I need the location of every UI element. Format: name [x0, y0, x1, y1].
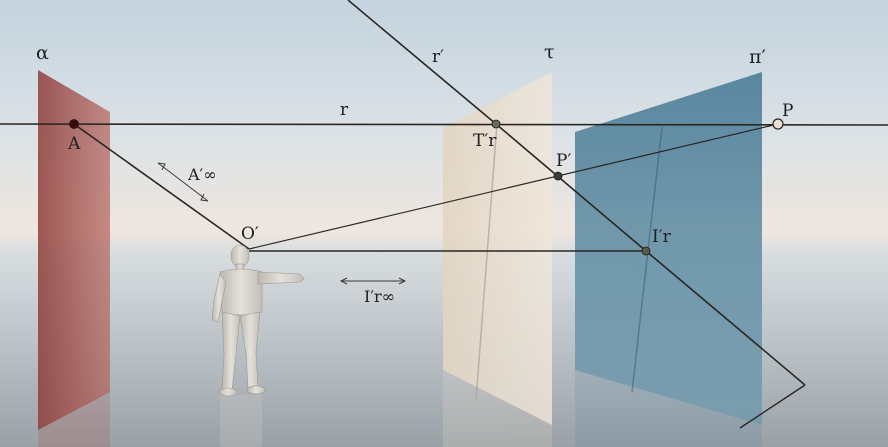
figure-pointing-arm — [257, 271, 305, 285]
point-i-r-dot — [641, 246, 651, 256]
arrow-a-inf — [157, 162, 209, 202]
arrow-ir-inf-head-2 — [398, 277, 407, 285]
point-a-dot — [69, 119, 79, 129]
observer-figure — [211, 244, 305, 397]
line-r-label: r — [340, 100, 349, 120]
line-r-prime-label: r′ — [432, 47, 444, 67]
plane-pi — [575, 72, 762, 425]
point-p-prime-label: P′ — [556, 151, 571, 171]
figure-left-foot — [218, 387, 238, 397]
point-t-r-label: T′r — [473, 131, 497, 151]
arrow-a-inf-head-1 — [157, 162, 166, 171]
plane-tau-trace — [475, 123, 498, 401]
arrow-ir-inf-head-1 — [339, 277, 348, 285]
plane-tau — [443, 72, 552, 425]
line-floor-back — [739, 384, 806, 429]
floor-reflections — [38, 370, 762, 447]
point-p-prime-dot — [553, 171, 563, 181]
line-ir-to-floor — [645, 250, 806, 386]
figure-torso — [219, 268, 263, 316]
construction-lines — [0, 0, 888, 429]
point-t-r-dot — [491, 119, 501, 129]
line-a-to-o — [73, 123, 250, 250]
direction-a-inf-label: A′∞ — [187, 165, 217, 184]
plane-tau-label: τ — [544, 41, 555, 63]
plane-alpha-label: α — [36, 42, 49, 64]
plane-pi-label: π′ — [749, 46, 766, 68]
point-p-dot — [772, 118, 784, 130]
arrow-a-inf-head-2 — [200, 193, 209, 202]
point-o-label: O′ — [241, 224, 259, 244]
line-t-to-ir — [495, 123, 647, 252]
points — [69, 118, 784, 256]
figure-left-arm — [211, 273, 227, 323]
plane-pi-trace — [631, 126, 663, 393]
point-a-label: A — [67, 134, 81, 154]
line-r-prime — [347, 0, 497, 125]
direction-arrows — [157, 162, 407, 285]
point-p-label: P — [782, 101, 793, 121]
plane-alpha — [38, 70, 110, 430]
line-o-to-p — [248, 123, 779, 250]
line-r — [0, 123, 888, 126]
direction-i-r-inf-label: I′r∞ — [364, 287, 395, 306]
figure-right-foot — [246, 385, 266, 395]
point-i-r-label: I′r — [652, 227, 672, 247]
